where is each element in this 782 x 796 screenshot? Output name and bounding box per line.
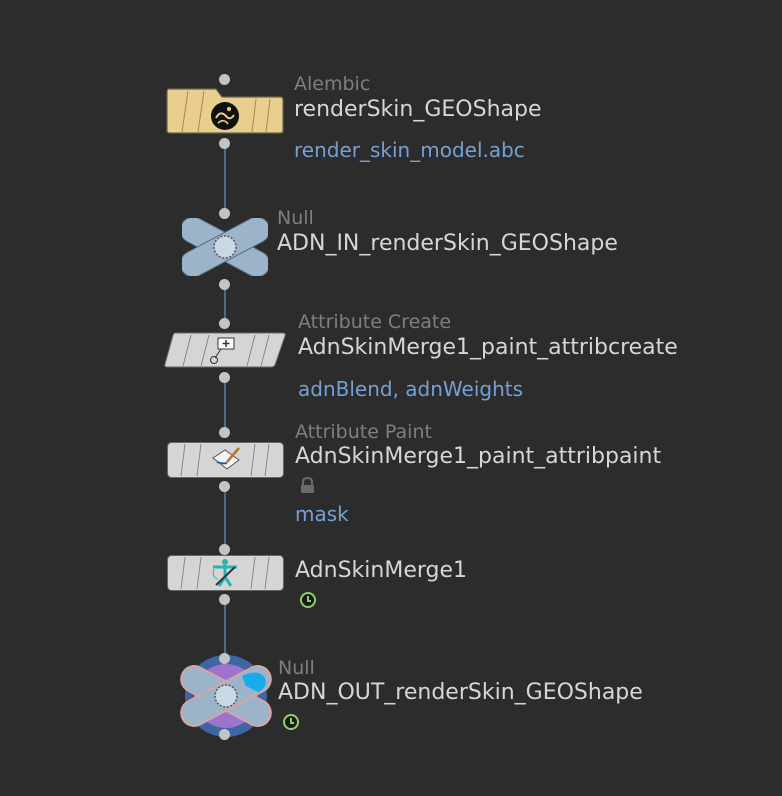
node-type-label: Null: [278, 657, 315, 679]
alembic-node-shape: [166, 88, 284, 134]
output-port[interactable]: [219, 372, 230, 383]
paint-icon: [212, 447, 240, 470]
input-port[interactable]: [219, 544, 230, 555]
input-port[interactable]: [219, 208, 230, 219]
null-icon: [179, 216, 271, 278]
node-info-label: mask: [295, 502, 349, 526]
input-port[interactable]: [219, 318, 230, 329]
wire-attribpaint-to-skinmerge[interactable]: [224, 490, 226, 556]
node-name-label[interactable]: AdnSkinMerge1: [295, 558, 468, 583]
output-port[interactable]: [219, 279, 230, 290]
lock-icon[interactable]: [299, 477, 316, 494]
node-adn-skin-merge[interactable]: [167, 555, 284, 591]
output-port[interactable]: [219, 138, 230, 149]
node-null-out[interactable]: [180, 654, 272, 738]
skin-merge-icon: [212, 559, 237, 587]
input-port[interactable]: [219, 427, 230, 438]
attribute-create-icon: [210, 337, 235, 364]
node-name-label[interactable]: AdnSkinMerge1_paint_attribcreate: [298, 335, 678, 360]
output-port[interactable]: [219, 594, 230, 605]
null-icon: [180, 655, 272, 737]
node-attribute-create[interactable]: [163, 332, 287, 368]
attribpaint-node-shape: [167, 442, 284, 478]
node-alembic[interactable]: [166, 88, 284, 134]
node-attribute-paint[interactable]: [167, 442, 284, 478]
node-type-label: Null: [277, 207, 314, 229]
output-port[interactable]: [219, 729, 230, 740]
node-name-label[interactable]: AdnSkinMerge1_paint_attribpaint: [295, 444, 662, 469]
time-dependent-icon: [300, 592, 316, 608]
attribcreate-node-shape: [164, 332, 286, 368]
node-info-label: adnBlend, adnWeights: [298, 377, 524, 401]
wire-skinmerge-to-null-out[interactable]: [224, 602, 226, 658]
wire-null-in-to-attribcreate[interactable]: [224, 288, 226, 324]
wire-attribcreate-to-attribpaint[interactable]: [224, 380, 226, 432]
node-type-label: Attribute Paint: [295, 421, 432, 443]
wire-alembic-to-null-in[interactable]: [224, 148, 226, 218]
time-dependent-icon: [283, 714, 299, 730]
node-type-label: Attribute Create: [298, 311, 452, 333]
node-name-label[interactable]: renderSkin_GEOShape: [294, 97, 542, 122]
node-name-label[interactable]: ADN_OUT_renderSkin_GEOShape: [278, 680, 643, 705]
node-null-in[interactable]: [179, 216, 271, 278]
input-port[interactable]: [219, 74, 230, 85]
node-type-label: Alembic: [294, 73, 371, 95]
input-port[interactable]: [219, 653, 230, 664]
node-name-label[interactable]: ADN_IN_renderSkin_GEOShape: [277, 231, 618, 256]
skinmerge-node-shape: [167, 555, 284, 591]
node-info-label: render_skin_model.abc: [294, 138, 525, 162]
output-port[interactable]: [219, 481, 230, 492]
alembic-icon: [211, 102, 239, 130]
